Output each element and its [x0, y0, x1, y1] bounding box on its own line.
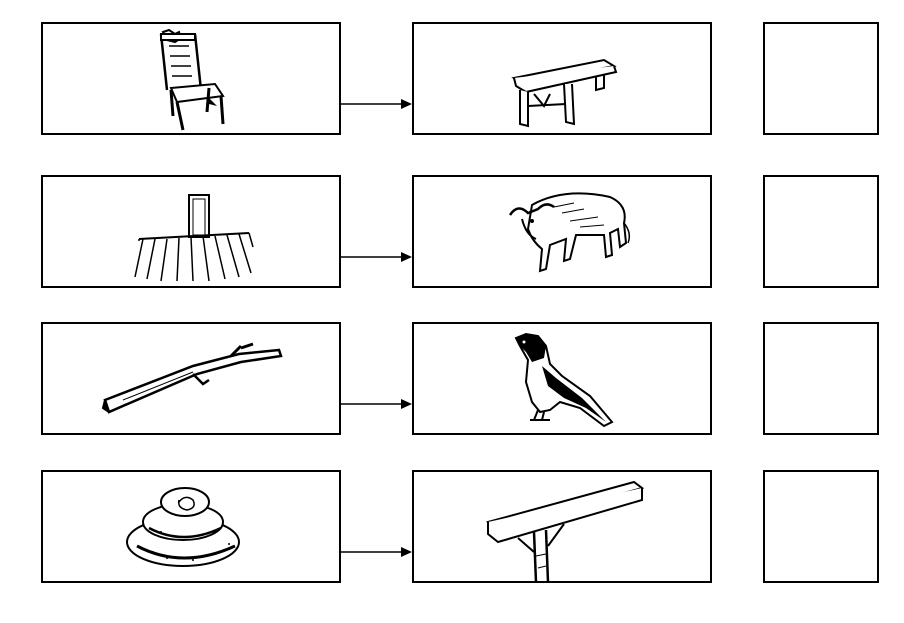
wooden-beam-post-picture	[486, 480, 645, 581]
chair-picture	[159, 28, 225, 131]
answer-box[interactable]	[763, 470, 879, 583]
source-picture-box	[41, 175, 341, 288]
target-picture-box	[412, 22, 712, 135]
target-picture-box	[412, 322, 712, 435]
answer-box[interactable]	[763, 175, 879, 288]
bird-picture	[514, 332, 614, 428]
arrow-right-icon	[341, 251, 412, 262]
answer-box[interactable]	[763, 322, 879, 435]
source-picture-box	[41, 22, 341, 135]
tree-branch-picture	[101, 342, 283, 414]
source-picture-box	[41, 322, 341, 435]
source-picture-box	[41, 470, 341, 583]
answer-box[interactable]	[763, 22, 879, 135]
arrow-right-icon	[341, 546, 412, 557]
water-buffalo-picture	[508, 192, 631, 273]
arrow-right-icon	[341, 398, 412, 409]
bun-roll-picture	[126, 487, 240, 567]
table-picture	[511, 58, 618, 128]
target-picture-box	[412, 175, 712, 288]
arrow-right-icon	[341, 98, 412, 109]
floor-with-door-picture	[134, 194, 254, 282]
target-picture-box	[412, 470, 712, 583]
